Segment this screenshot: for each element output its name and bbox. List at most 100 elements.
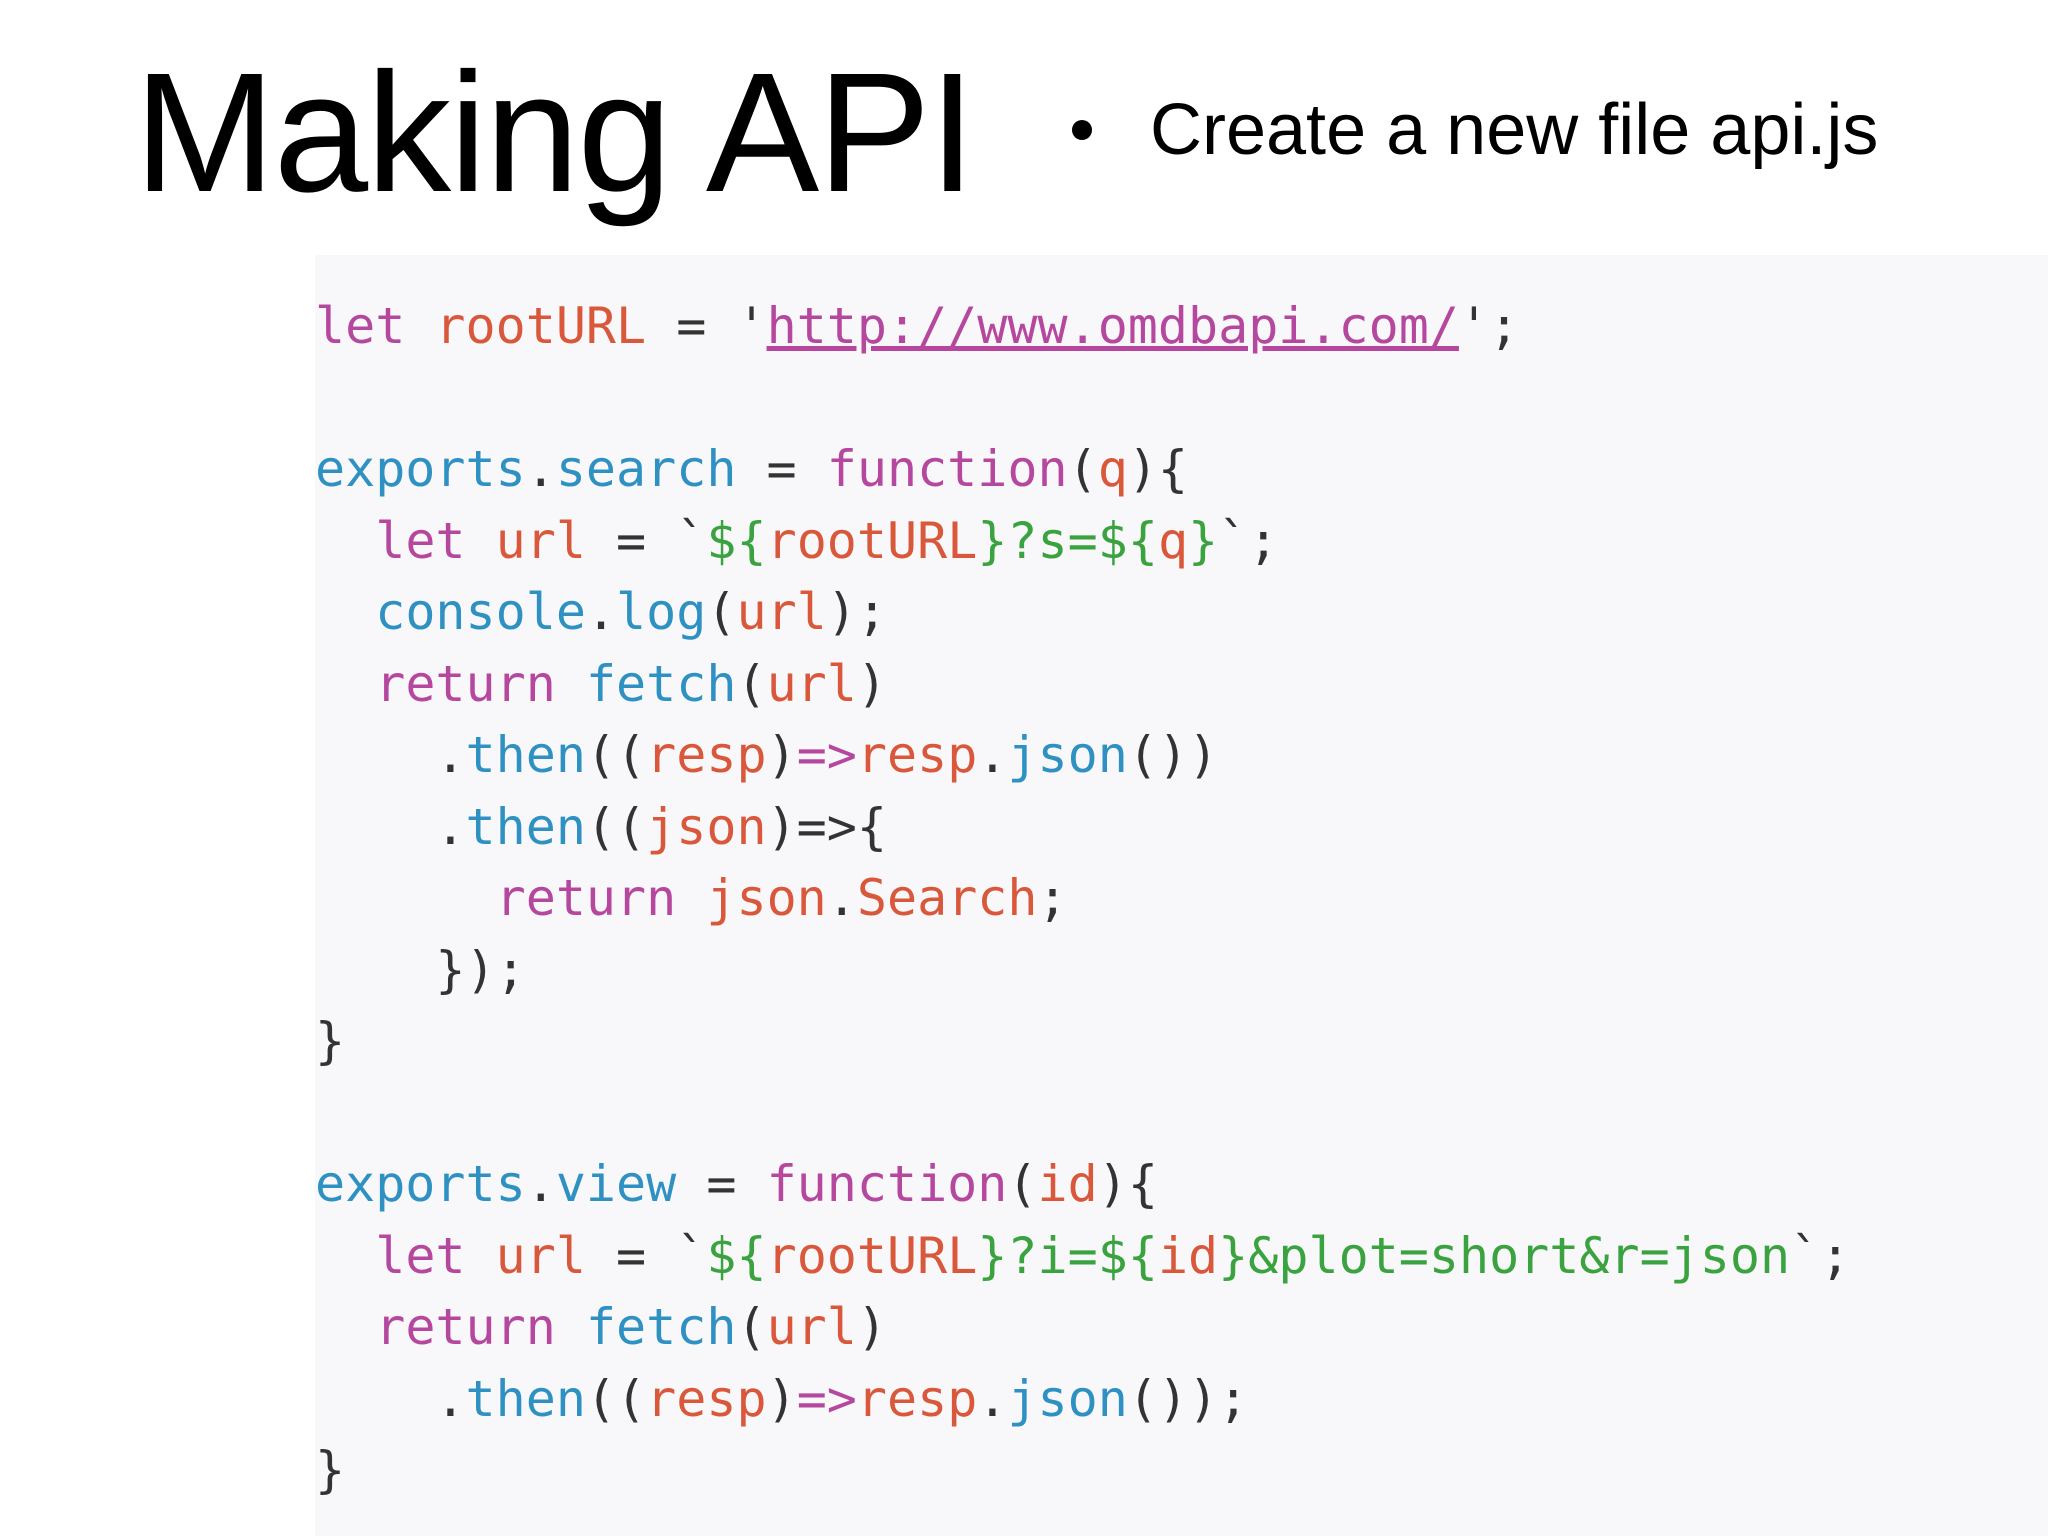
code-token: ) [766,726,797,784]
code-token [315,512,375,570]
code-token: ) [856,1298,887,1356]
code-token: (( [585,726,647,784]
code-token: url [495,1226,586,1285]
code-token [556,655,586,713]
code-line: console.log(url); [315,577,1850,649]
bullet-dot-icon [1072,120,1092,140]
code-token: url [766,654,857,713]
code-token: ${ [706,511,767,570]
bullet-item: Create a new file api.js [1072,94,1878,166]
code-token: (( [585,1369,647,1428]
code-panel: let rootURL = 'http://www.omdbapi.com/';… [315,255,2048,1536]
code-token: ( [1007,1155,1038,1213]
code-token: (( [585,797,647,856]
code-line [315,363,1850,435]
code-token: } [315,1012,346,1070]
code-token: = [736,440,827,498]
code-token [315,655,375,713]
code-token: then [465,726,586,784]
code-line: }); [315,935,1850,1007]
code-token: ) [856,654,887,713]
code-token: function [766,1155,1008,1213]
code-line: } [315,1435,1850,1507]
code-token [315,583,375,641]
code-token [556,1298,586,1356]
code-line: return fetch(url) [315,649,1850,721]
code-token: id [1157,1226,1219,1285]
code-line: exports.view = function(id){ [315,1149,1850,1221]
code-line: .then((resp)=>resp.json()) [315,720,1850,792]
code-token: resp [856,1369,978,1428]
code-token: resp [646,1369,767,1428]
code-token: '; [1458,297,1520,355]
code-token [315,869,496,927]
code-token: ( [736,1298,767,1356]
code-token: then [465,797,586,856]
code-token: => [796,1369,857,1428]
code-token: exports [315,1155,526,1213]
code-line: let url = `${rootURL}?s=${q}`; [315,506,1850,578]
bullet-list: Create a new file api.js [1072,94,1878,166]
code-token: view [555,1155,677,1213]
code-token: return [495,869,677,927]
code-token: url [766,1298,857,1356]
code-token [315,1227,375,1285]
code-token: let [315,297,406,355]
bullet-text: Create a new file api.js [1150,90,1879,170]
code-token: url [736,583,827,641]
code-token: id [1037,1155,1098,1213]
code-block: let rootURL = 'http://www.omdbapi.com/';… [315,291,1850,1507]
code-token: then [465,1369,586,1428]
code-token: ) [766,1369,797,1428]
code-token: json [1007,1369,1128,1428]
code-token [466,1227,496,1285]
code-token: json [706,869,827,927]
code-token: Search [856,869,1038,927]
code-token: } [1188,511,1219,570]
code-token: . [585,583,617,641]
code-token: = [676,1155,767,1213]
code-token: rootURL [766,511,978,570]
code-token: ( [706,583,737,641]
code-token: console [375,583,586,641]
code-token: = [585,1226,677,1285]
code-token: json [646,797,767,856]
code-token: }?s=${ [977,511,1158,570]
code-token: = [646,297,737,355]
slide-title: Making API [134,38,976,228]
code-token: fetch [585,654,737,713]
code-token: ( [1067,440,1098,498]
code-token: let [375,511,466,570]
code-token: }?i=${ [977,1226,1158,1285]
code-token: ` [676,511,707,570]
code-token: ){ [1127,440,1189,498]
code-line: return json.Search; [315,863,1850,935]
code-token: url [495,511,586,570]
code-token: rootURL [766,1226,978,1285]
code-token: log [616,583,707,641]
code-token: ` [676,1226,707,1285]
code-token: . [977,1369,1008,1428]
code-token: return [375,654,556,713]
code-token: ()); [1127,1369,1249,1428]
code-token [405,297,435,355]
code-line: } [315,1006,1850,1078]
code-token: json [1007,726,1128,784]
code-token: . [977,726,1008,784]
code-token: ; [1037,869,1068,927]
code-token: }&plot=short&r=json [1218,1226,1791,1285]
code-token: ${ [706,1226,767,1285]
code-line: let url = `${rootURL}?i=${id}&plot=short… [315,1221,1850,1293]
code-token: )=>{ [766,797,887,856]
code-token: function [826,440,1068,498]
code-token: . [826,869,857,927]
code-url-link[interactable]: http://www.omdbapi.com/ [766,297,1459,355]
code-token: . [525,1155,556,1213]
code-token: ' [736,297,767,355]
code-token: resp [646,726,767,784]
code-line: return fetch(url) [315,1292,1850,1364]
code-token: }); [315,940,526,999]
code-line [315,1078,1850,1150]
code-token: resp [856,726,978,784]
code-token: } [315,1441,346,1499]
